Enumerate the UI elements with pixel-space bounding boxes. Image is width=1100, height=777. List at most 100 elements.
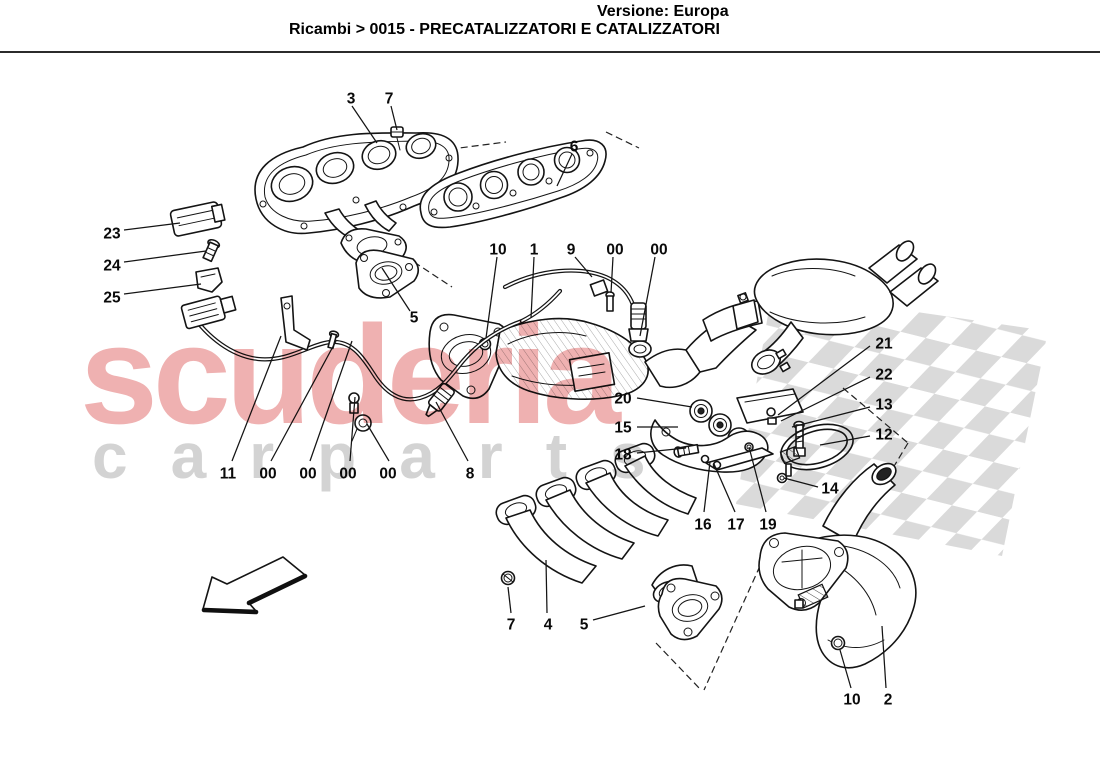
callout-10-6: 10: [489, 242, 506, 259]
harness-connector: [180, 295, 237, 330]
harness-bracket-screw: [589, 279, 615, 312]
version-label: Versione: Europa: [597, 3, 729, 20]
pipe-end-clamp: [750, 348, 791, 375]
harness-bolt-24: [202, 238, 221, 263]
callout-13-20: 13: [875, 397, 893, 414]
callout-leader-14-25: [783, 477, 819, 488]
callout-19-28: 19: [759, 517, 777, 534]
callout-leader-1-7: [530, 256, 535, 319]
callout-3-0: 3: [347, 91, 356, 108]
callout-leader-16-26: [703, 461, 711, 513]
callout-25-5: 25: [103, 290, 121, 307]
callout-leader-6-2: [556, 153, 573, 187]
checkered-flag-watermark: [736, 291, 1048, 556]
manifold-gasket: [419, 139, 607, 229]
callout-leader-5-31: [592, 605, 646, 621]
callout-leader-00-14: [309, 340, 353, 462]
front-downpipe-gasket: [355, 249, 420, 299]
callout-00-13: 00: [259, 466, 276, 483]
callout-leader-9-8: [574, 256, 593, 278]
callout-leader-23-3: [123, 222, 181, 231]
callout-leader-11-12: [231, 335, 282, 462]
callout-7-29: 7: [507, 617, 516, 634]
breadcrumb: Ricambi > 0015 - PRECATALIZZATORI E CATA…: [289, 21, 720, 38]
oxygen-sensor-harness: [169, 201, 649, 442]
callout-18-24: 18: [614, 447, 632, 464]
callout-leader-24-4: [123, 250, 207, 263]
rear-y-pipe-assembly: [702, 240, 939, 375]
callout-24-4: 24: [103, 258, 121, 275]
callout-6-2: 6: [570, 139, 579, 156]
callout-leader-10-6: [485, 256, 498, 339]
rear-exhaust-manifold: [495, 442, 723, 641]
callout-21-18: 21: [875, 336, 893, 353]
callout-leader-22-19: [780, 376, 871, 422]
callout-leader-21-18: [777, 345, 871, 416]
callout-20-22: 20: [614, 391, 631, 408]
rear-downpipe-gasket: [657, 577, 723, 641]
callout-leader-5-11: [381, 267, 411, 312]
callout-15-23: 15: [614, 420, 632, 437]
callout-00-16: 00: [379, 466, 396, 483]
rubber-mount: [708, 413, 732, 437]
callout-leader-18-24: [636, 447, 687, 454]
harness-clip-23: [169, 201, 226, 237]
callout-leader-00-15: [349, 396, 356, 462]
callout-leader-25-5: [123, 283, 202, 295]
callout-leader-10-32: [839, 649, 852, 689]
callout-leader-00-9: [610, 256, 614, 294]
direction-arrow: [201, 556, 308, 615]
lambda-sensor-8: [425, 382, 455, 418]
callout-leader-13-20: [791, 406, 871, 428]
callout-leader-7-29: [507, 586, 512, 614]
bracket-bolt-18: [673, 443, 700, 458]
callout-14-25: 14: [821, 481, 839, 498]
callout-22-19: 22: [875, 367, 892, 384]
callout-11-12: 11: [220, 466, 237, 483]
callout-2-33: 2: [884, 692, 893, 709]
callout-leader-12-21: [819, 435, 871, 446]
manifold-nut: [390, 126, 404, 151]
rear-catalytic-converter: [758, 462, 917, 669]
callout-9-8: 9: [567, 242, 576, 259]
callout-leader-17-27: [713, 463, 736, 513]
front-exhaust-manifold: [254, 126, 459, 299]
callout-4-30: 4: [544, 617, 553, 634]
callout-leader-8-17: [435, 401, 469, 462]
callout-leader-4-30: [545, 559, 548, 614]
harness-bracket-11: [280, 295, 311, 351]
callout-7-1: 7: [385, 91, 394, 108]
callout-23-3: 23: [103, 226, 121, 243]
callout-5-31: 5: [580, 617, 589, 634]
callout-10-32: 10: [843, 692, 860, 709]
callout-leader-20-22: [636, 397, 693, 408]
pipe-clamp: [732, 292, 759, 330]
harness-band-clamp: [351, 414, 372, 442]
fastener-21-22: [766, 407, 777, 425]
rear-cat-nut-10: [830, 635, 846, 651]
callout-00-10: 00: [650, 242, 667, 259]
callout-leader-2-33: [881, 625, 887, 689]
callout-1-7: 1: [530, 242, 539, 259]
callout-00-14: 00: [299, 466, 316, 483]
manifold-nut-7: [500, 570, 516, 586]
harness-clip-25: [195, 267, 223, 293]
callout-leader-00-13: [270, 340, 337, 462]
callout-leader-19-28: [748, 446, 767, 513]
callout-leader-7-1: [390, 105, 398, 131]
header-divider: [0, 51, 1100, 53]
rubber-mount: [689, 399, 713, 423]
callout-leader-00-16: [366, 423, 390, 462]
callout-16-26: 16: [694, 517, 712, 534]
callout-leader-00-10: [639, 256, 656, 337]
callout-00-15: 00: [339, 466, 356, 483]
callout-5-11: 5: [410, 310, 419, 327]
harness-screw: [327, 330, 340, 350]
exhaust-clamp-12: [779, 423, 854, 477]
nut-14: [776, 472, 788, 484]
callout-8-17: 8: [466, 466, 475, 483]
catalyst-support-bracket: [650, 388, 854, 484]
